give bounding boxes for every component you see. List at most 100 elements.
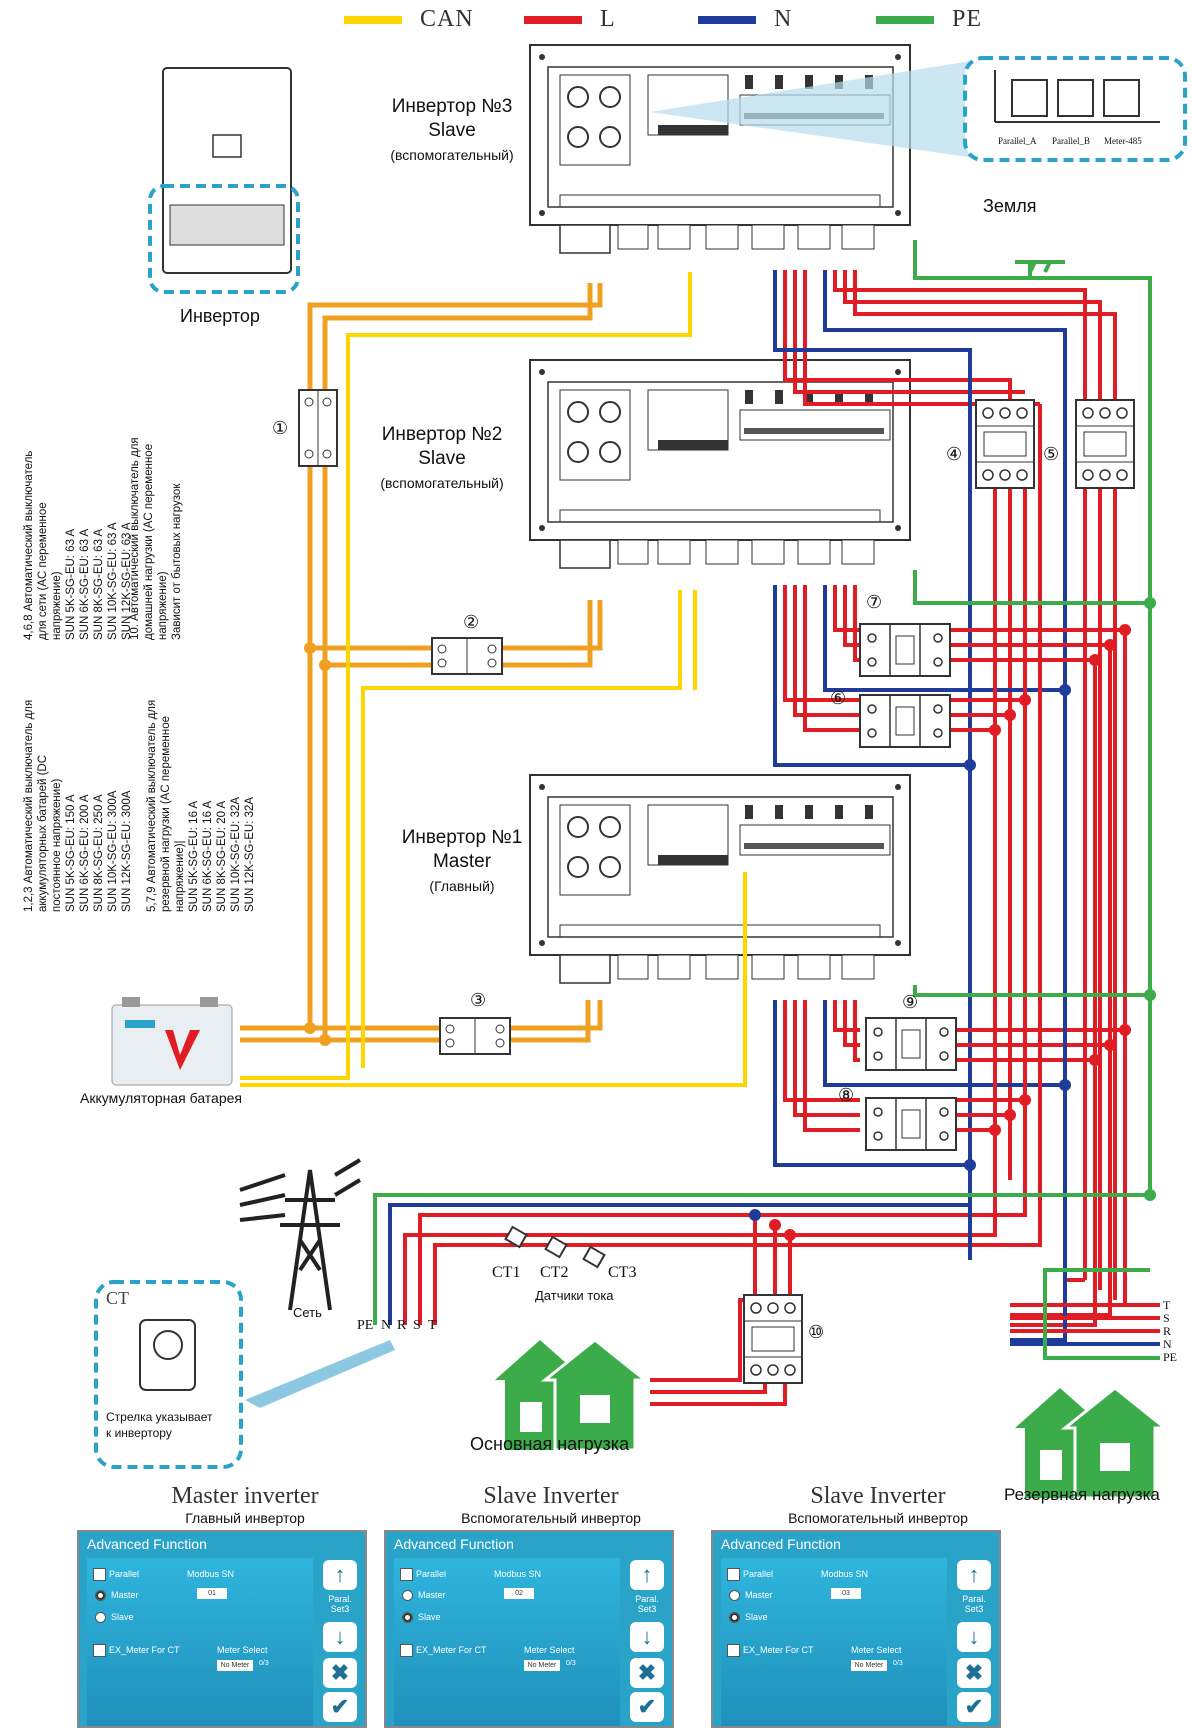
backup-n: N — [1163, 1337, 1172, 1351]
battery-label: Аккумуляторная батарея — [80, 1090, 242, 1106]
breaker-1-number: ① — [272, 418, 289, 438]
down-arrow-icon[interactable]: ↓ — [630, 1622, 664, 1652]
slave-label: Slave — [745, 1612, 768, 1622]
panel-side-controls: ↑ Paral. Set3 ↓ ✖ ✔ — [953, 1558, 995, 1726]
breaker-2 — [431, 637, 503, 675]
breaker-8-number: ⑧ — [838, 1085, 855, 1105]
current-sensors-label: Датчики тока — [535, 1288, 614, 1303]
ex-meter-checkbox[interactable] — [93, 1644, 106, 1657]
meter-select-field[interactable]: No Meter — [217, 1660, 253, 1671]
panel-body: Parallel Modbus SN 03 Master Slave EX_Me… — [721, 1558, 947, 1726]
panel-body: Parallel Modbus SN 02 Master Slave EX_Me… — [394, 1558, 620, 1726]
breaker-7-number: ⑦ — [866, 592, 883, 612]
down-arrow-icon[interactable]: ↓ — [957, 1622, 991, 1652]
master-label: Master — [418, 1590, 446, 1600]
parallel-checkbox[interactable] — [727, 1568, 740, 1581]
meter-count: 0/3 — [893, 1660, 903, 1667]
modbus-field[interactable]: 02 — [504, 1588, 534, 1599]
breaker-4 — [975, 399, 1035, 489]
up-arrow-icon[interactable]: ↑ — [630, 1560, 664, 1590]
cancel-icon[interactable]: ✖ — [630, 1658, 664, 1688]
can-wires — [240, 272, 747, 1087]
ct-label: CT — [106, 1288, 130, 1308]
master-radio[interactable] — [95, 1590, 106, 1601]
advanced-function-panel-master: Advanced Function Parallel Modbus SN 01 … — [77, 1530, 367, 1728]
breaker-4-number: ④ — [946, 444, 963, 464]
panel-header: Advanced Function — [79, 1532, 365, 1556]
modbus-field[interactable]: 03 — [831, 1588, 861, 1599]
slave-label: Slave — [111, 1612, 134, 1622]
side-label: Paral. Set3 — [635, 1594, 659, 1614]
confirm-icon[interactable]: ✔ — [323, 1692, 357, 1722]
ct1-label: CT1 — [492, 1264, 521, 1281]
grid-t: T — [428, 1318, 437, 1333]
backup-load-house — [1013, 1386, 1167, 1500]
parallel-label: Parallel — [109, 1569, 140, 1579]
advanced-function-panel-slave-2: Advanced Function Parallel Modbus SN 03 … — [711, 1530, 1001, 1728]
modbus-field[interactable]: 01 — [197, 1588, 227, 1599]
inverter-1-body — [529, 774, 911, 984]
confirm-icon[interactable]: ✔ — [630, 1692, 664, 1722]
pe-wires — [373, 240, 1160, 1360]
slave-radio[interactable] — [95, 1612, 106, 1623]
up-arrow-icon[interactable]: ↑ — [323, 1560, 357, 1590]
ex-meter-label: EX_Meter For CT — [743, 1645, 814, 1655]
ex-meter-checkbox[interactable] — [727, 1644, 740, 1657]
inverter-3-body — [529, 44, 911, 254]
battery-image — [111, 997, 233, 1086]
parallel-checkbox[interactable] — [400, 1568, 413, 1581]
grid-label: Сеть — [293, 1305, 322, 1320]
meter-select-field[interactable]: No Meter — [851, 1660, 887, 1671]
meter-select-label: Meter Select — [524, 1645, 575, 1655]
master-label: Master — [745, 1590, 773, 1600]
ground-label: Земля — [983, 196, 1037, 216]
ct-clamps — [504, 1225, 606, 1269]
ct2-label: CT2 — [540, 1264, 569, 1281]
grid-pe: PE — [357, 1318, 374, 1333]
slave-radio[interactable] — [729, 1612, 740, 1623]
backup-s: S — [1163, 1311, 1170, 1325]
master-radio[interactable] — [729, 1590, 740, 1601]
port-parallel-a: Parallel_A — [998, 136, 1037, 146]
grid-s: S — [413, 1318, 421, 1333]
modbus-label: Modbus SN — [821, 1569, 869, 1579]
up-arrow-icon[interactable]: ↑ — [957, 1560, 991, 1590]
breaker-1 — [298, 389, 338, 467]
meter-select-label: Meter Select — [217, 1645, 268, 1655]
ct-callout — [94, 1280, 395, 1469]
breaker-8 — [865, 1097, 957, 1151]
meter-select-field[interactable]: No Meter — [524, 1660, 560, 1671]
cancel-icon[interactable]: ✖ — [957, 1658, 991, 1688]
backup-load-label: Резервная нагрузка — [1004, 1485, 1160, 1504]
down-arrow-icon[interactable]: ↓ — [323, 1622, 357, 1652]
ct3-label: CT3 — [608, 1264, 637, 1281]
ports-callout — [650, 56, 1187, 162]
ex-meter-checkbox[interactable] — [400, 1644, 413, 1657]
note-battery-breakers: 1,2,3 Автоматический выключатель для акк… — [23, 699, 133, 912]
legend-l: L — [524, 6, 616, 33]
backup-t: T — [1163, 1298, 1171, 1312]
breaker-9 — [865, 1017, 957, 1071]
parallel-checkbox[interactable] — [93, 1568, 106, 1581]
panel-header: Advanced Function — [713, 1532, 999, 1556]
modbus-label: Modbus SN — [187, 1569, 235, 1579]
breaker-10-number: ⑩ — [808, 1322, 825, 1342]
breaker-10 — [743, 1294, 803, 1384]
advanced-function-panel-slave-1: Advanced Function Parallel Modbus SN 02 … — [384, 1530, 674, 1728]
cancel-icon[interactable]: ✖ — [323, 1658, 357, 1688]
slave-radio[interactable] — [402, 1612, 413, 1623]
confirm-icon[interactable]: ✔ — [957, 1692, 991, 1722]
legend-can: CAN — [344, 6, 474, 33]
grid-tower — [239, 1158, 362, 1311]
note-grid-breakers: 4,6,8 Автоматический выключатель для сет… — [23, 450, 133, 640]
breaker-7 — [859, 623, 951, 677]
master-radio[interactable] — [402, 1590, 413, 1601]
ex-meter-label: EX_Meter For CT — [416, 1645, 487, 1655]
ct-note-1: Стрелка указывает — [106, 1410, 213, 1424]
inverter-thumb-label: Инвертор — [180, 306, 260, 326]
